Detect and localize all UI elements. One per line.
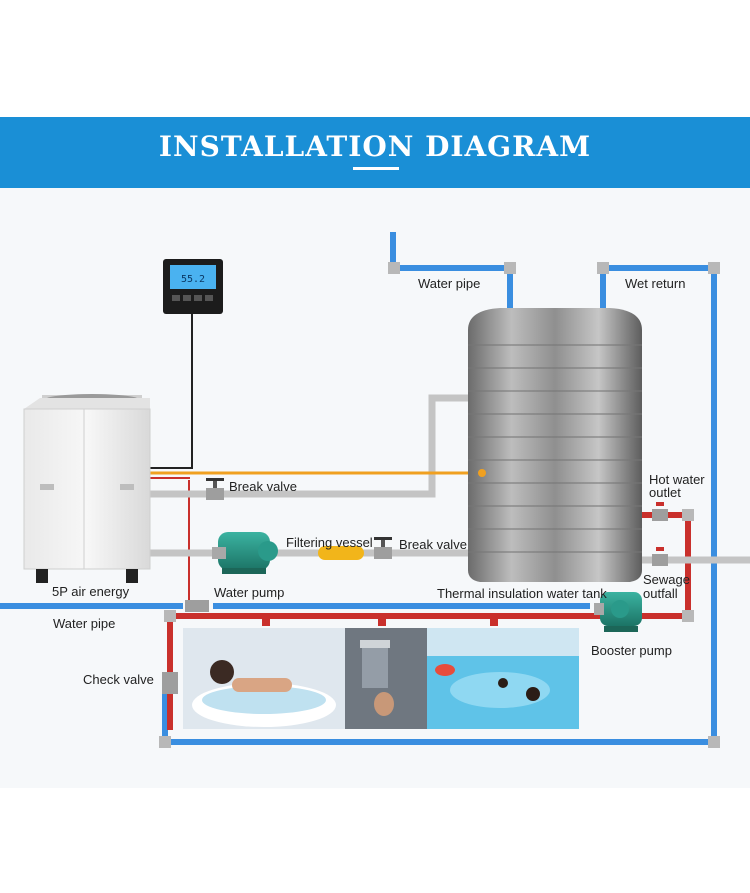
pipe-joints [159,262,720,748]
label-break-valve-1: Break valve [229,479,297,494]
hot-taps [262,618,498,626]
page-title: INSTALLATION DIAGRAM [158,130,592,163]
label-air-energy: 5P air energy [52,584,130,599]
title-underline [353,167,399,170]
label-break-valve-2: Break valve [399,537,467,552]
label-sewage-outfall-line1: Sewage [643,572,690,587]
wet-return-pipe [162,265,717,745]
water-tank-icon [468,308,642,582]
svg-text:55.2: 55.2 [181,274,205,285]
label-water-pipe-left: Water pipe [53,616,116,631]
label-tank: Thermal insulation water tank [437,586,607,601]
water-pipe-top [390,232,513,310]
bathtub-photo [183,628,345,729]
label-water-pipe-top: Water pipe [418,276,481,291]
label-booster-pump: Booster pump [591,643,672,658]
hot-pipe-joints [164,509,694,622]
title-banner: INSTALLATION DIAGRAM [0,117,750,188]
label-hot-water-outlet-line1: Hot water [649,472,705,487]
heat-pump-unit-icon [23,394,151,583]
return-pipe-to-tank [150,394,485,498]
cold-water-pipes [0,232,717,745]
valve-icon [162,478,668,694]
controller-cable [150,314,193,469]
booster-pump-icon [594,592,642,632]
label-sewage-outfall-line2: outfall [643,586,678,601]
label-filtering-vessel: Filtering vessel [286,535,373,550]
pool-photo [427,628,579,729]
label-hot-water-outlet-line2: outlet [649,485,681,500]
shower-photo [345,628,427,729]
controller-icon: 55.2 [163,259,223,314]
label-water-pump: Water pump [214,585,285,600]
label-check-valve: Check valve [83,672,154,687]
label-wet-return: Wet return [625,276,686,291]
filter-icon [318,546,364,560]
water-pump-icon [212,532,278,574]
